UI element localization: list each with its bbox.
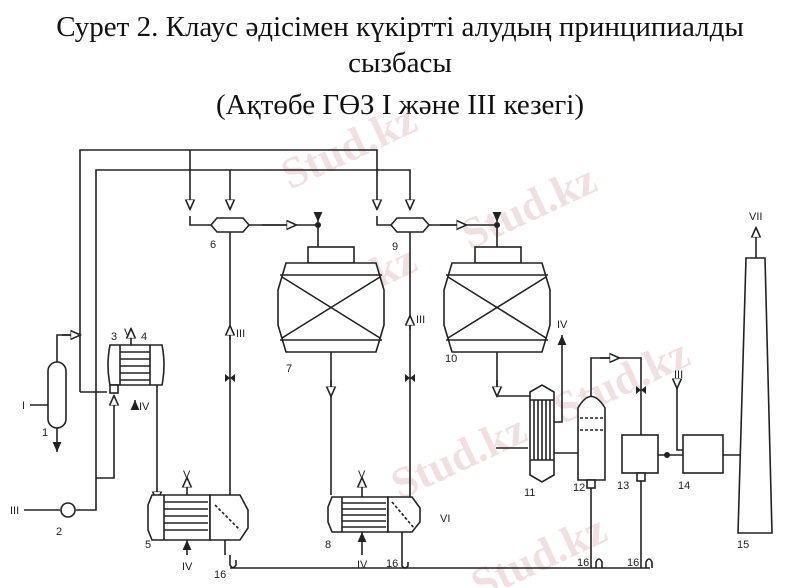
equipment-labels: 1 2 3 4 5 6 7 8 9 10 11 12 13 14 15 16 1… [42,239,749,581]
svg-text:III: III [674,369,683,381]
svg-text:VI: VI [440,513,450,525]
separator-12 [577,395,606,489]
svg-text:III: III [416,314,425,326]
figure-caption-line3: (Ақтөбе ГӨЗ І және ІІІ кезегі) [215,89,585,121]
svg-text:4: 4 [141,331,147,343]
pipelines [24,149,756,569]
svg-text:8: 8 [325,539,331,551]
svg-text:Stud.kz: Stud.kz [454,154,604,259]
blower-2 [60,502,76,518]
svg-text:6: 6 [210,239,216,251]
separator-1 [47,361,67,429]
svg-text:IV: IV [557,319,568,331]
waste-heat-boiler-5 [147,494,249,541]
svg-text:7: 7 [286,363,292,375]
svg-text:10: 10 [445,353,457,365]
stream-labels: I III III III III IV IV IV IV V V V VI V… [10,211,762,573]
svg-text:IV: IV [357,559,368,571]
svg-text:13: 13 [617,480,629,492]
stack-15 [737,257,773,534]
svg-text:Stud.kz: Stud.kz [274,94,424,199]
svg-text:III: III [10,505,19,517]
sulfur-seals-16 [229,555,653,569]
condenser-8 [327,496,421,533]
valves [225,222,670,458]
svg-text:12: 12 [573,482,585,494]
svg-text:16: 16 [386,558,398,570]
mixer-6 [209,217,251,233]
svg-text:VII: VII [749,211,762,223]
svg-text:16: 16 [577,557,589,569]
svg-text:16: 16 [214,569,226,581]
svg-text:9: 9 [392,241,398,253]
svg-text:14: 14 [678,480,690,492]
svg-text:V: V [183,469,191,481]
svg-text:IV: IV [139,401,150,413]
svg-text:5: 5 [145,539,151,551]
svg-text:IV: IV [182,561,193,573]
svg-text:11: 11 [524,487,535,499]
reactor-furnace-3-4 [107,344,165,394]
svg-text:I: I [22,400,25,412]
svg-text:V: V [124,327,132,339]
svg-text:16: 16 [627,557,639,569]
svg-text:III: III [236,328,245,340]
mixer-9 [389,217,431,233]
coalescer-13 [621,434,659,482]
svg-text:2: 2 [56,526,62,538]
svg-text:V: V [358,469,366,481]
converter-10 [443,246,551,353]
condenser-11 [529,384,555,483]
svg-text:1: 1 [42,427,48,439]
figure-caption-line1: Сурет 2. Клаус әдісімен күкіртті алудың … [56,11,744,43]
incinerator-14 [682,434,724,474]
svg-text:3: 3 [111,331,117,343]
svg-text:15: 15 [737,539,749,551]
converter-7 [277,246,385,353]
figure-caption-line2: сызбасы [348,47,452,79]
